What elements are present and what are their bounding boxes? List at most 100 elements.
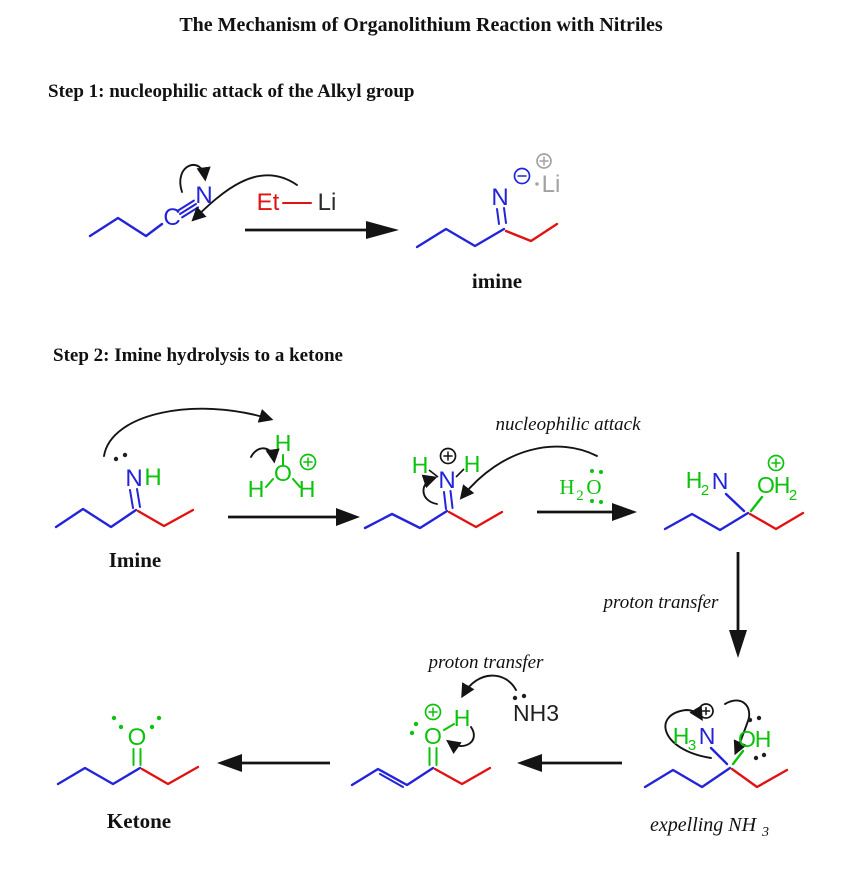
nitrile-structure: C N bbox=[88, 163, 213, 238]
ketone-structure: O Ketone bbox=[56, 715, 200, 833]
cc-double-bond-line bbox=[379, 773, 404, 788]
lone-pair-icon bbox=[122, 452, 128, 458]
lone-pair-icon bbox=[753, 755, 759, 761]
plus-charge-icon bbox=[424, 703, 442, 721]
aminol-ethyl-bond bbox=[730, 767, 789, 789]
oc-bond bbox=[749, 495, 764, 513]
ethyl-label: Et bbox=[257, 189, 280, 216]
carbinolamine-structure: H 2 N O H 2 bbox=[663, 454, 805, 532]
imine-chain-bond bbox=[54, 507, 138, 529]
lone-pair-icon bbox=[156, 715, 162, 721]
curved-arrow-cn-bond-to-nitrogen bbox=[664, 705, 712, 759]
proton-transfer-annotation: proton transfer bbox=[602, 592, 719, 613]
iminium-ethyl-bond bbox=[447, 510, 504, 529]
ketone-chain-bond bbox=[56, 766, 142, 786]
cn-double-bond-line bbox=[496, 208, 500, 225]
carbinol-oh-h-label: H bbox=[774, 472, 791, 498]
iminium-nitrogen-label: N bbox=[438, 467, 455, 494]
lone-pair-icon bbox=[413, 721, 419, 727]
nitrile-chain-bond bbox=[88, 216, 164, 238]
reaction-arrow-3 bbox=[537, 503, 637, 521]
proton-transfer-annotation: proton transfer bbox=[427, 652, 544, 673]
nitrile-carbon-label: C bbox=[163, 204, 180, 231]
lone-pair-icon bbox=[118, 724, 124, 730]
water-h-subscript: 2 bbox=[576, 488, 584, 504]
oxo-ethyl-bond bbox=[433, 766, 492, 786]
oxo-oxygen-label: O bbox=[424, 723, 442, 749]
iminium-h-right-label: H bbox=[464, 451, 481, 477]
cn-double-bond-line bbox=[136, 488, 141, 508]
curved-arrow-pi-to-nitrogen bbox=[179, 163, 211, 193]
triple-bond-line bbox=[181, 206, 200, 219]
lone-pair-icon bbox=[111, 715, 117, 721]
imine-reactant-structure: N H Imine bbox=[54, 407, 274, 572]
iminium-structure: nucleophilic attack H H N bbox=[363, 414, 641, 530]
reaction-arrow-5 bbox=[217, 754, 330, 772]
imine-product-structure: N Li imine bbox=[415, 153, 561, 293]
reaction-arrow-down-head bbox=[729, 630, 747, 658]
lithium-cation-label: Li bbox=[542, 171, 561, 198]
curved-arrow-lonepair-to-proton bbox=[103, 407, 274, 457]
lone-pair-icon bbox=[756, 715, 762, 721]
aminol-h-subscript: 3 bbox=[688, 737, 696, 754]
imine-ethyl-bond bbox=[504, 222, 559, 243]
lone-pair-icon bbox=[761, 752, 767, 758]
cn-double-bond-line bbox=[449, 490, 454, 509]
cn-double-bond-line bbox=[503, 207, 507, 224]
carbinol-h-subscript: 2 bbox=[701, 482, 709, 499]
aminol-structure: H 3 N O H expelling NH 3 bbox=[643, 699, 789, 840]
nc-bond bbox=[709, 746, 729, 766]
carbinol-nitrogen-label: N bbox=[712, 468, 729, 494]
nucleophilic-attack-annotation: nucleophilic attack bbox=[495, 414, 641, 435]
ketone-oxygen-label: O bbox=[128, 724, 147, 751]
lone-pair-icon bbox=[590, 469, 594, 473]
ketone-ethyl-bond bbox=[140, 765, 200, 786]
reaction-arrow-1 bbox=[245, 221, 399, 239]
expelling-nh3-annotation: expelling NH bbox=[650, 814, 758, 836]
reaction-arrow-2 bbox=[228, 508, 360, 526]
imine-chain-bond bbox=[415, 227, 506, 249]
plus-charge-icon bbox=[698, 703, 714, 719]
curved-arrow-water-attack bbox=[459, 445, 598, 500]
plus-charge-icon bbox=[439, 447, 457, 465]
curved-arrow-pi-to-nitrogen bbox=[421, 474, 438, 505]
expelling-nh3-subscript: 3 bbox=[761, 825, 769, 840]
nc-bond bbox=[724, 492, 746, 513]
curved-arrow-alkyl-attack bbox=[191, 174, 298, 222]
oxocarbenium-structure: proton transfer NH3 H O bbox=[350, 652, 559, 788]
curved-arrow-ammonia-to-proton bbox=[461, 674, 517, 699]
hydronium-structure: H O H H bbox=[248, 430, 317, 502]
water-o-label: O bbox=[586, 475, 601, 499]
oh-bond bbox=[265, 478, 274, 488]
lone-pair-icon bbox=[599, 500, 603, 504]
water-reagent: H 2 O bbox=[559, 469, 603, 504]
imine-nh-hydrogen-label: H bbox=[144, 464, 161, 491]
curved-arrow-oh-to-oxygen bbox=[446, 726, 475, 755]
aminol-h-label: H bbox=[673, 723, 690, 749]
oh-bond bbox=[292, 478, 301, 488]
reaction-arrow-down: proton transfer bbox=[602, 552, 747, 658]
lone-pair-icon bbox=[149, 724, 155, 730]
nitrile-nitrogen-label: N bbox=[195, 182, 212, 209]
hydronium-h-right-label: H bbox=[299, 476, 316, 502]
oc-bond bbox=[731, 749, 745, 766]
imine-ethyl-bond bbox=[136, 508, 195, 528]
ammonia-label: NH3 bbox=[513, 700, 559, 726]
imine-nitrogen-label: N bbox=[125, 465, 142, 492]
hydronium-h-left-label: H bbox=[248, 476, 265, 502]
cn-double-bond-line bbox=[443, 491, 447, 510]
curved-arrow-lonepair-to-carbon bbox=[724, 699, 751, 756]
iminium-h-left-label: H bbox=[412, 452, 429, 478]
carbinol-h-label: H bbox=[686, 467, 703, 493]
page-title: The Mechanism of Organolithium Reaction … bbox=[179, 14, 663, 36]
hydronium-h-top-label: H bbox=[275, 430, 292, 456]
carbinol-chain-bond bbox=[663, 511, 750, 532]
water-h-label: H bbox=[559, 475, 574, 499]
reaction-arrow-4-head bbox=[517, 754, 542, 772]
lone-pair-icon bbox=[512, 695, 518, 701]
ketone-label: Ketone bbox=[107, 809, 171, 833]
lone-pair-icon bbox=[590, 499, 594, 503]
ethyllithium-reagent: Et Li bbox=[191, 174, 336, 222]
